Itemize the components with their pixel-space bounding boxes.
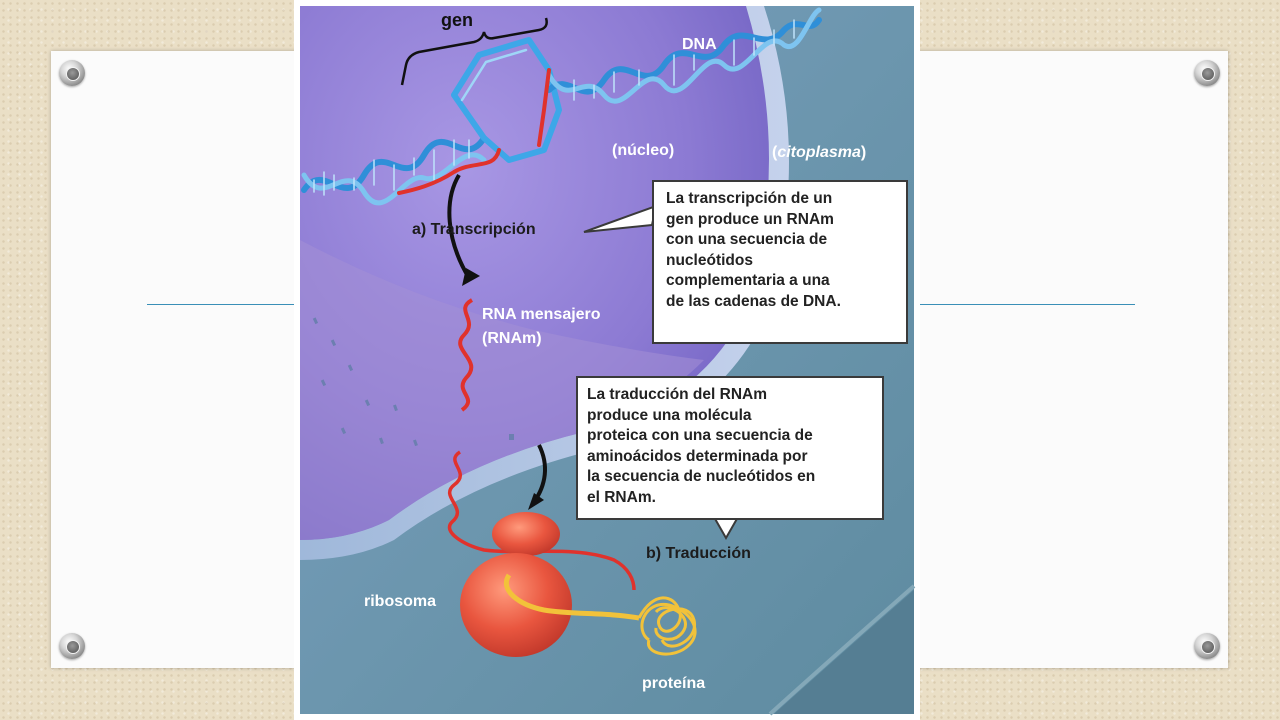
label-citoplasma-close: ) [860,144,867,161]
callout-transcription-line: gen produce un RNAm [666,210,834,228]
title-underline-right [919,304,1135,305]
pin-top-left-icon [59,60,85,86]
mrna-strand [458,298,474,412]
protein-chain [504,573,640,621]
label-citoplasma: (citoplasma) [772,144,866,162]
label-citoplasma-text: citoplasma [777,144,861,161]
callout-translation: La traducción del RNAm produce una moléc… [576,376,884,520]
label-citoplasma-open: ( [772,144,778,161]
callout-transcription-line: nucleótidos [666,251,753,269]
title-underline-left [147,304,297,305]
folded-protein [637,596,697,656]
label-rna-line1: RNA mensajero [482,306,601,323]
nuclear-pores [312,317,514,447]
callout-translation-line: el RNAm. [587,488,656,506]
label-ribosoma: ribosoma [364,593,437,610]
gene-expression-figure: gen DNA (núcleo) (citoplasma) a) Transcr… [294,0,920,720]
transcription-arrow [447,173,471,280]
figure-illustration [300,6,916,716]
callout-translation-line: la secuencia de nucleótidos en [587,468,816,485]
dna-helix [301,7,822,206]
label-rna-line2: (RNAm) [482,330,542,347]
ribosome [460,512,572,657]
callout-translation-line: produce una molécula [587,406,752,424]
callout-translation-line: proteica con una secuencia de [587,427,813,444]
callout-transcription-line: de las cadenas de DNA. [666,292,841,310]
gene-bracket [400,17,548,86]
cell-membrane [774,590,914,714]
pin-bottom-left-icon [59,633,85,659]
label-traduccion: b) Traducción [646,545,751,562]
label-nucleo: (núcleo) [612,142,675,159]
pin-top-right-icon [1194,60,1220,86]
label-dna: DNA [682,36,717,53]
callout-transcription-line: con una secuencia de [666,231,828,248]
callout-translation-line: La traducción del RNAm [587,386,767,403]
label-proteina: proteína [642,675,706,692]
callout-transcription: La transcripción de un gen produce un RN… [652,180,908,344]
pin-bottom-right-icon [1194,633,1220,659]
label-transcripcion: a) Transcripción [412,221,536,238]
label-gen: gen [441,10,474,30]
callout-translation-line: aminoácidos determinada por [587,447,808,465]
callout-transcription-line: complementaria a una [666,272,830,289]
callout-transcription-line: La transcripción de un [666,190,833,207]
